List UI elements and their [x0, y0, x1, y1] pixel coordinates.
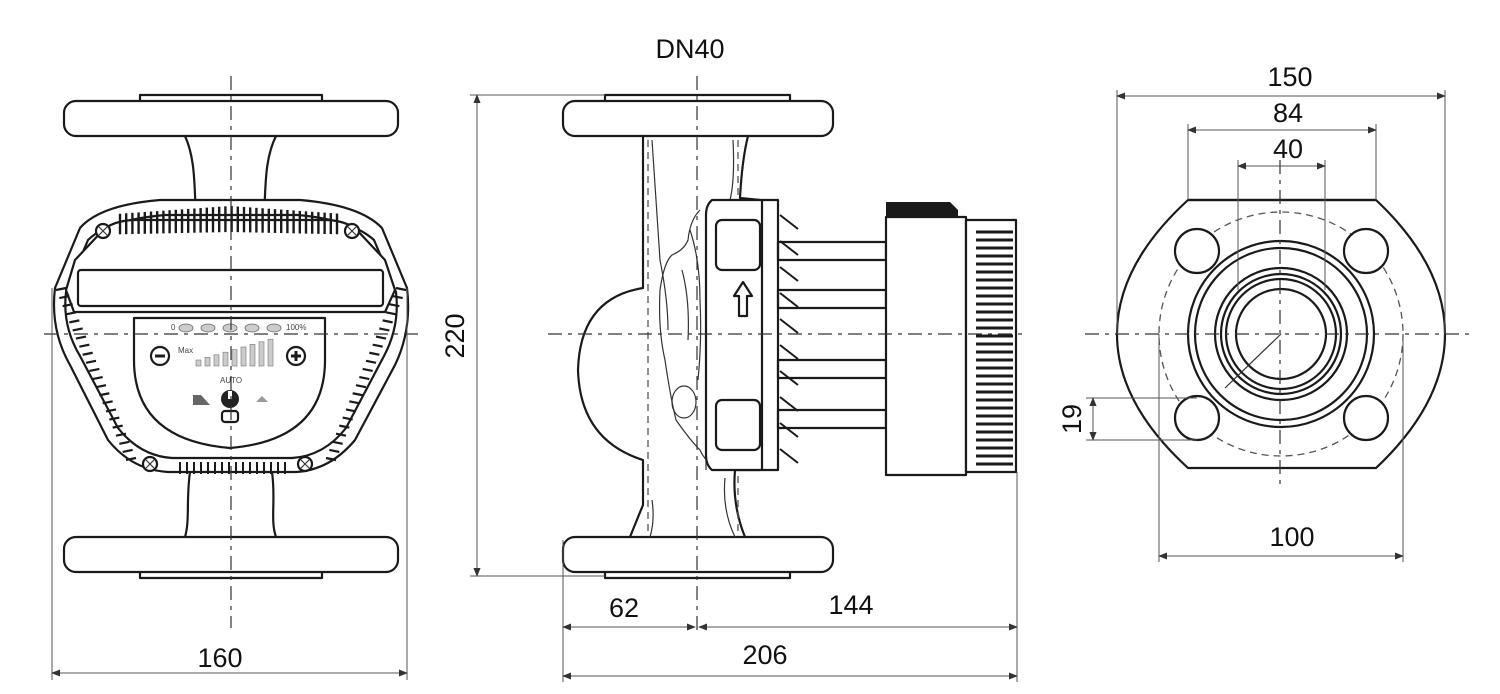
front-bottom-neck [183, 470, 278, 539]
dim-flange-84: 84 [1187, 98, 1377, 200]
front-screws [94, 222, 361, 473]
flow-arrow-icon [732, 280, 754, 318]
dim-144-text: 144 [828, 590, 873, 620]
dim-150-text: 150 [1267, 62, 1312, 92]
connection-label: DN40 [655, 34, 724, 64]
side-body-inner [649, 139, 736, 538]
side-heatsink [964, 218, 1018, 474]
side-bottom-flange [561, 535, 835, 580]
side-casting-detail [658, 209, 721, 471]
minus-icon [155, 354, 165, 358]
side-view: DN40 [440, 34, 1028, 682]
front-top-fins [118, 206, 339, 235]
dim-84-text: 84 [1273, 98, 1303, 128]
selector-led [220, 409, 240, 424]
dim-bolt-circle: 100 [1158, 334, 1404, 562]
flange-bolt-holes [1173, 227, 1390, 442]
dim-bolt-hole: 19 [1057, 397, 1197, 441]
front-motor-inner [64, 213, 398, 460]
mode-icon-left [193, 395, 210, 405]
side-top-flange [561, 93, 835, 138]
panel-max-label: Max [178, 346, 193, 355]
front-side-fins [55, 286, 407, 474]
side-boss-bottom [714, 398, 762, 452]
dim-bore: 40 [1237, 134, 1326, 290]
led-indicator-row [178, 323, 282, 333]
side-stator-fins [779, 214, 799, 464]
dim-40-text: 40 [1273, 134, 1303, 164]
dim-100-text: 100 [1269, 522, 1314, 552]
front-view: 0 100% Max AUTO [44, 76, 418, 680]
bar-graph [195, 338, 274, 367]
dim-206-text: 206 [742, 640, 787, 670]
side-connector-cap [886, 202, 958, 217]
side-electronics-box [884, 215, 968, 477]
flange-view: 150 84 40 19 100 [1057, 62, 1475, 562]
dim-height: 220 [440, 94, 605, 577]
dim-front-width: 160 [51, 288, 408, 680]
side-boss-top [714, 218, 762, 272]
dim-flange-outer: 150 [1116, 62, 1446, 334]
control-panel: 0 100% Max AUTO [132, 316, 327, 450]
side-heatsink-fins [976, 230, 1013, 466]
dim-depth: 62 144 206 [562, 472, 1018, 682]
mode-icon-right [256, 396, 268, 402]
panel-min-label: 0 [171, 323, 176, 332]
dim-19-text: 19 [1057, 404, 1087, 434]
plus-icon [291, 351, 301, 361]
dim-220-text: 220 [440, 313, 470, 358]
dim-160-text: 160 [197, 643, 242, 673]
dim-62-text: 62 [609, 593, 639, 623]
panel-pct-label: 100% [286, 323, 306, 332]
